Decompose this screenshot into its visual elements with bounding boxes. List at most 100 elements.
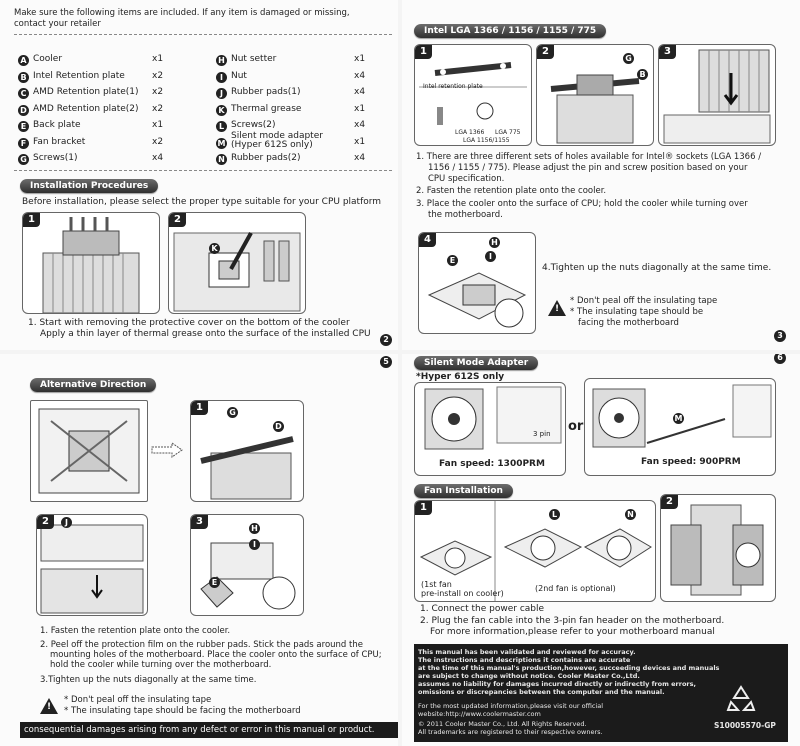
warning-icon: !: [40, 698, 58, 714]
page-number: 6: [774, 354, 786, 364]
intel-step4: 4.Tighten up the nuts diagonally at the …: [542, 263, 772, 273]
intel-step-line: the motherboard.: [428, 210, 503, 220]
cooler-plate-illustration: [200, 436, 294, 500]
step-number: 1: [191, 401, 208, 415]
intel-step1-image: 1 Intel retention plate LGA 1366 LGA 775…: [414, 44, 532, 146]
part-letter-badge: D: [18, 104, 29, 116]
part-qty: x1: [152, 120, 164, 130]
fan-note1a: (1st fan: [421, 580, 452, 589]
part-letter-badge: C: [18, 88, 29, 99]
footer-update2: website:http://www.coolermaster.com: [418, 710, 541, 718]
fan-speed-1300: Fan speed: 1300PRM: [439, 459, 545, 469]
part-name: Nut setter: [231, 54, 277, 64]
warning-icon: !: [548, 300, 566, 316]
fan-step1: 1. Connect the power cable: [420, 604, 545, 614]
fan-step2b: For more information,please refer to you…: [430, 627, 715, 637]
step-number: 1: [415, 501, 432, 515]
intel-header: Intel LGA 1366 / 1156 / 1155 / 775: [414, 24, 607, 38]
backplate-illustration: [427, 272, 527, 328]
part-qty: x2: [152, 103, 164, 114]
step-number: 2: [661, 495, 678, 509]
part-letter-badge: B: [18, 71, 29, 83]
recycle-icon: [726, 685, 756, 711]
footer-line: at the time of this manual's production,…: [418, 664, 720, 672]
alt-step-line: mounting holes of the motherboard. Place…: [50, 650, 382, 660]
fan-step2a: 2. Plug the fan cable into the 3-pin fan…: [420, 616, 725, 626]
part-letter-badge: A: [18, 55, 29, 66]
part-label: B: [637, 69, 648, 80]
product-code: S10005570-GP: [714, 721, 776, 730]
silent-1300-image: 3 pin Fan speed: 1300PRM: [414, 382, 566, 476]
step-number: 1: [415, 45, 432, 59]
panel-alternative: 5 Alternative Direction 1 G D 2 J: [0, 354, 398, 746]
panel-silent-fan: 6 Silent Mode Adapter *Hyper 612S only 3…: [402, 354, 800, 746]
part-label: M: [673, 413, 684, 424]
install-subtitle: Before installation, please select the p…: [22, 197, 382, 207]
intel-warn1: * Don't peal off the insulating tape: [570, 296, 718, 306]
part-name: Cooler: [33, 54, 63, 64]
intel-step4-image: 4 H E I: [418, 232, 536, 334]
footer-line: assumes no liability for damages incurre…: [418, 680, 696, 688]
part-letter-badge: H: [216, 55, 227, 66]
part-qty: x4: [354, 120, 366, 130]
part-qty: x2: [152, 136, 164, 147]
footer-line: This manual has been validated and revie…: [418, 648, 636, 656]
disclaimer-bar: consequential damages arising from any d…: [20, 722, 398, 738]
part-label: I: [485, 251, 496, 262]
alt-step-line: 3.Tighten up the nuts diagonally at the …: [40, 675, 257, 685]
intro-line1: Make sure the following items are includ…: [14, 8, 350, 18]
intel-step-line: 1. There are three different sets of hol…: [416, 152, 762, 162]
disclaimer: consequential damages arising from any d…: [24, 725, 375, 735]
divider: [14, 34, 392, 35]
part-name: Back plate: [33, 120, 81, 130]
part-qty: x1: [354, 54, 366, 64]
cooler-illustration: [42, 217, 140, 313]
fan-header: Fan Installation: [414, 484, 513, 498]
silent-model: *Hyper 612S only: [416, 372, 505, 382]
alt-warn1: * Don't peal off the insulating tape: [64, 695, 212, 705]
part-letter-badge: E: [18, 121, 29, 132]
panel-contents-install: Make sure the following items are includ…: [0, 0, 398, 350]
intel-warn2: * The insulating tape should be: [570, 307, 704, 317]
intel-step2-image: 2 G B: [536, 44, 654, 146]
part-label: I: [249, 539, 260, 550]
part-label: G: [623, 53, 634, 64]
intel-step-line: 2. Fasten the retention plate onto the c…: [416, 186, 607, 196]
part-qty: x1: [354, 103, 366, 114]
part-label: E: [209, 577, 220, 588]
install-step1-image: 1: [22, 212, 160, 314]
part-name: Intel Retention plate: [33, 70, 125, 81]
page-number: 2: [380, 334, 392, 346]
part-letter-badge: M: [216, 137, 227, 149]
part-label: J: [61, 517, 72, 528]
step-number: 3: [659, 45, 676, 59]
step-number: 3: [191, 515, 208, 529]
part-name: Fan bracket: [33, 136, 86, 147]
intel-warn3: facing the motherboard: [578, 318, 679, 328]
part-letter-badge: I: [216, 71, 227, 83]
part-qty: x2: [152, 87, 164, 97]
intel-step-line: 1156 / 1155 / 775). Please adjust the pi…: [428, 163, 748, 173]
fan-step1-image: 1 L N (1st fan pre-install on cooler) (2…: [414, 500, 656, 602]
lga1156-label: LGA 1156/1155: [463, 137, 510, 144]
part-label: H: [249, 523, 260, 534]
retention-label: Intel retention plate: [423, 83, 483, 90]
intel-step-line: 3. Place the cooler onto the surface of …: [416, 199, 748, 209]
fan-adapter-illustration: [592, 384, 772, 448]
install-step2-image: 2 K: [168, 212, 306, 314]
retention-plate-illustration: [419, 62, 527, 125]
install-header: Installation Procedures: [20, 179, 159, 193]
fan-cooler-illustration: [424, 386, 562, 450]
part-letter-badge: G: [18, 154, 29, 165]
part-label: G: [227, 407, 238, 418]
part-label: N: [625, 509, 636, 520]
intro-line2: contact your retailer: [14, 19, 101, 29]
lga775-label: LGA 775: [495, 129, 521, 136]
part-name: Silent mode adapter (Hyper 612S only): [231, 130, 323, 150]
part-qty: x4: [354, 153, 366, 163]
motherboard-illustration: [173, 232, 301, 312]
part-letter-badge: L: [216, 121, 227, 132]
alt-step-line: 1. Fasten the retention plate onto the c…: [40, 626, 231, 636]
panel-intel: Intel LGA 1366 / 1156 / 1155 / 775 1 Int…: [402, 0, 800, 350]
pin-label: 3 pin: [533, 430, 551, 438]
